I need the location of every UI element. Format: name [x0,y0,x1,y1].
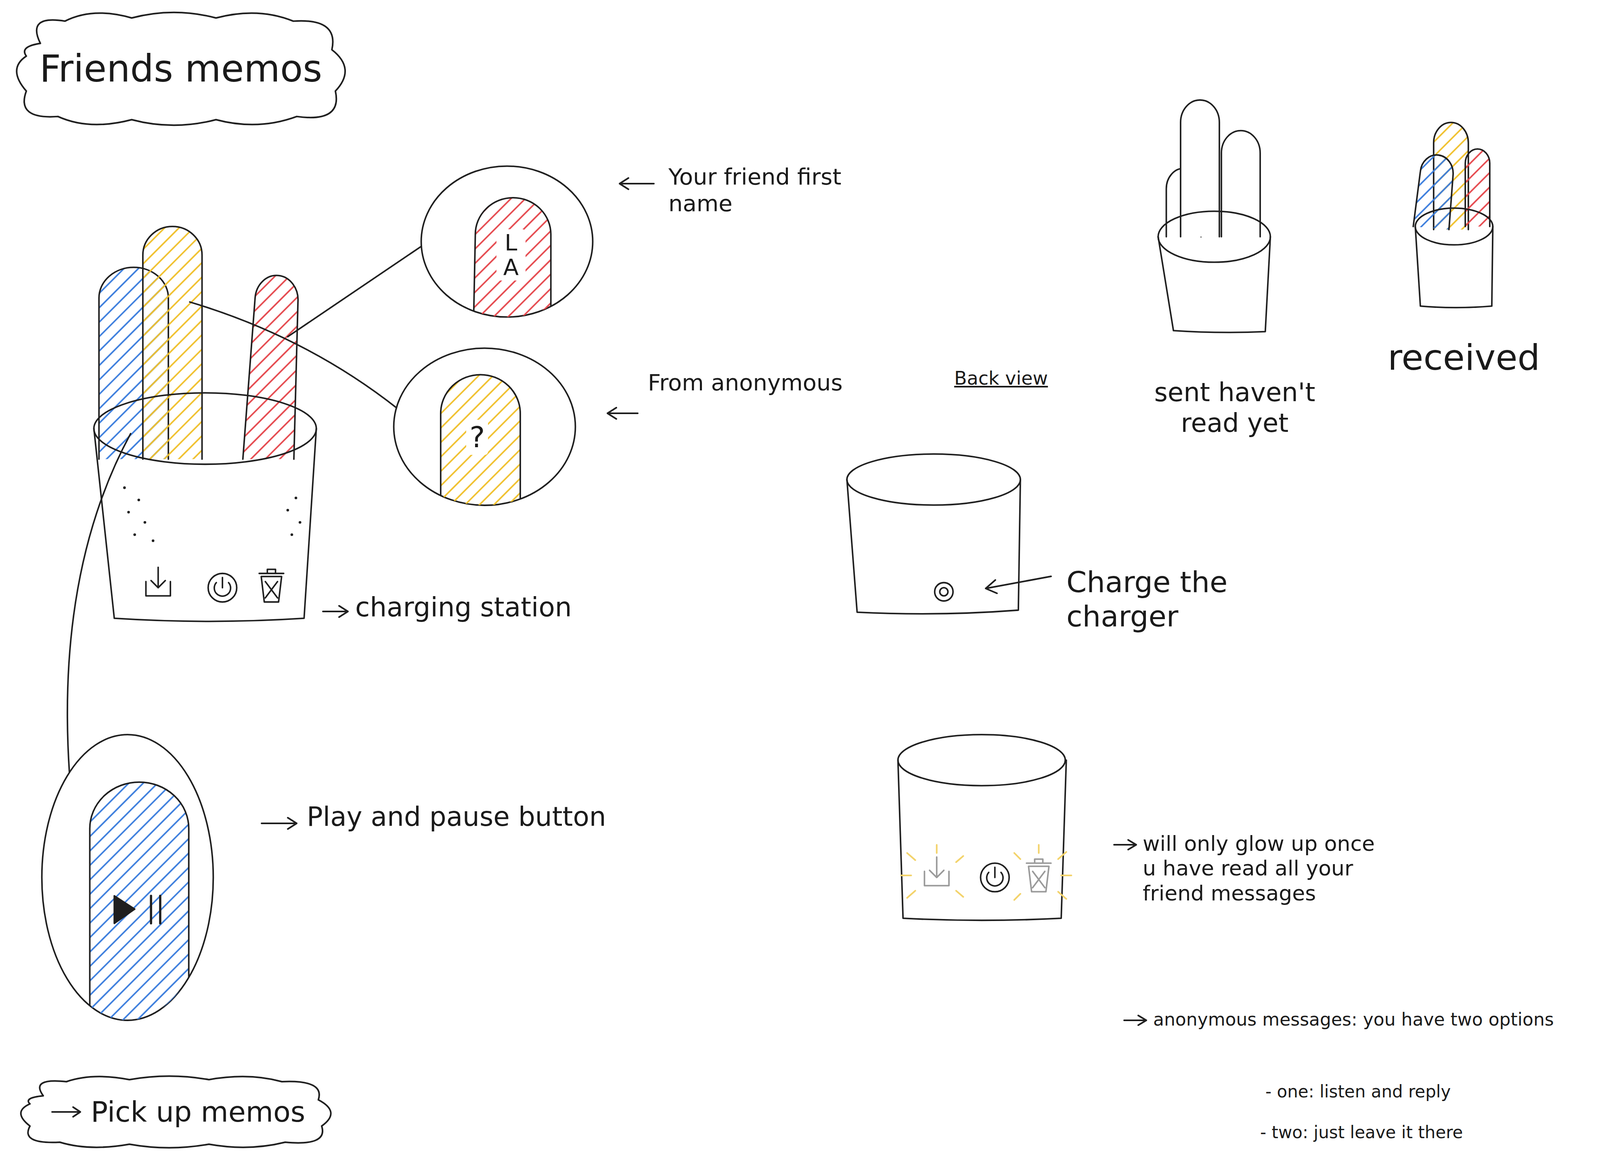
sent-cup [1221,130,1261,237]
download-icon [924,857,949,886]
callout-arrows [985,576,1052,594]
friend-initials: L A [496,229,526,281]
yellow-memo-stick [142,226,203,459]
speaker-dots [137,498,141,502]
state-caption: received [1387,336,1540,379]
callout-note: From anonymous [647,369,843,396]
power-icon [208,573,237,603]
zoom-circle-outline [473,197,551,337]
back-view-cup [939,587,948,596]
callout-arrows [1124,1015,1147,1026]
speaker-dots [298,521,302,524]
power-icon [986,867,1004,886]
back-view-cup [846,479,1021,614]
cup-rim [94,392,317,465]
title-text: Friends memos [39,47,323,91]
sent-cup [1158,236,1271,333]
memo-cup [94,226,317,622]
speaker-dots [123,486,302,543]
power-icon [980,863,1010,893]
view-label: Back view [954,367,1048,390]
speaker-dots [123,486,126,490]
received-cup [1413,122,1493,308]
callout-note: charging station [355,591,572,624]
power-icon [214,577,231,597]
option-note: - two: just leave it there [1260,1122,1463,1143]
behaviour-note: will only glow up once u have read all y… [1142,831,1385,906]
back-view-cup [846,454,1021,614]
glow-rays [1014,844,1072,901]
title-cloud-outline [16,12,346,126]
speaker-dots [133,533,137,537]
callout-note: Your friend first name [668,163,842,217]
sent-cup [1158,211,1271,262]
sent-cup [1158,100,1271,333]
pickup-cloud: Pick up memos [10,1071,342,1153]
zoom-circle: ? [392,347,577,506]
speaker-dots [290,533,294,537]
back-view-cup [846,454,1021,505]
speaker-dots [151,539,155,543]
cup-body [94,428,317,622]
glowing-cup [898,734,1066,786]
leader-line [67,433,131,773]
option-note: - one: listen and reply [1265,1081,1451,1102]
glowing-cup [898,734,1072,921]
download-icon [146,567,171,597]
glow-rays [900,844,964,898]
state-caption: sent haven't read yet [1137,377,1332,439]
zoom-circle-outline [440,374,521,521]
pickup-cloud-outline [20,1076,331,1148]
callout-arrows [619,178,654,190]
anonymous-mark: ? [466,419,488,455]
received-cup [1465,148,1490,227]
title-cloud: Friends memos [5,5,357,133]
callout-note: Charge the charger [1066,565,1277,634]
callout-arrows [322,605,348,618]
pointer-arrow [50,1103,83,1121]
zoom-circle: L A [420,165,594,319]
power-icon [980,863,1010,893]
leader-line [189,301,397,409]
callout-arrows [261,178,1147,1026]
glowing-cup [898,760,1067,921]
trash-icon [1026,859,1052,893]
speaker-dots [294,496,298,500]
play-pause-zoom [41,734,214,1031]
sketch-illustration [41,100,1494,1031]
speaker-dots [286,508,290,512]
sent-cup [1180,100,1220,237]
play-pause-zoom [114,896,135,924]
behaviour-note: anonymous messages: you have two options [1153,1009,1554,1031]
cloud-text: Pick up memos [90,1095,306,1129]
received-cup [1415,208,1493,246]
callout-arrows [261,817,297,830]
leader-line [287,245,424,338]
callout-arrows [1114,839,1137,850]
glow-rays [900,844,1072,901]
back-view-cup [934,582,954,602]
speaker-dots [143,521,147,524]
received-cup [1415,226,1493,308]
speaker-dots [127,510,130,514]
red-memo-stick [242,275,299,459]
play-pause-zoom [150,896,161,924]
callout-arrows [607,407,638,419]
play-pause-zoom [89,782,189,1031]
pointer-arrow [52,1107,81,1117]
callout-note: Play and pause button [306,801,607,833]
trash-icon [259,569,284,603]
power-icon [208,573,237,603]
